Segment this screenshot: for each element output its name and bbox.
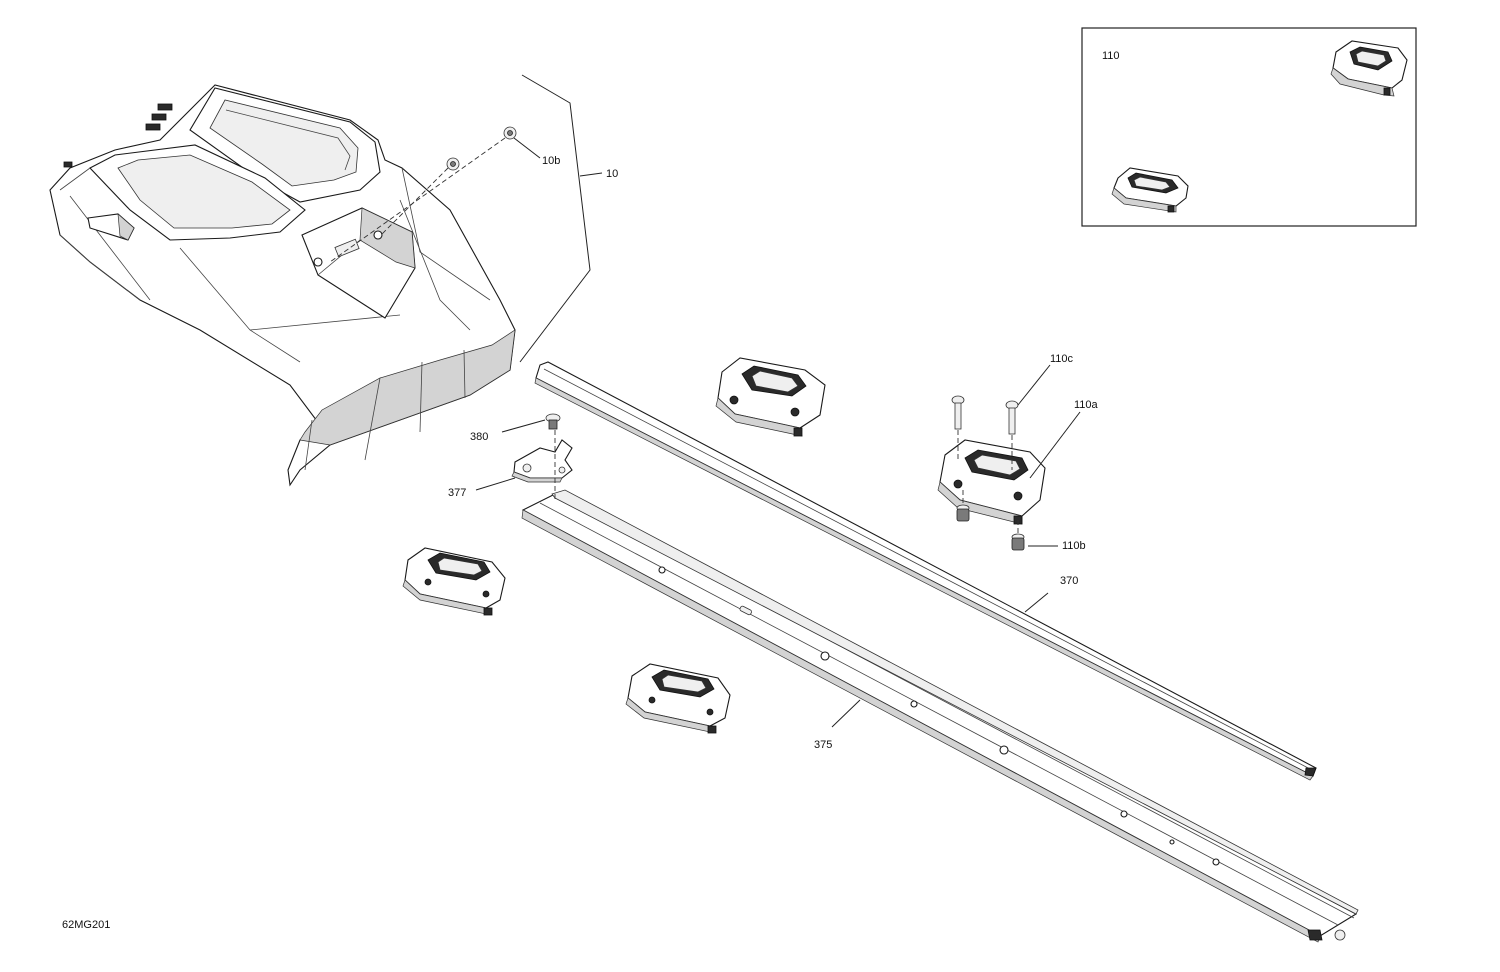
callout-10b: 10b	[542, 155, 560, 167]
handle-lower-left	[402, 547, 506, 616]
console-body-10	[49, 84, 516, 487]
screw-380	[545, 413, 561, 430]
callout-110: 110	[1102, 50, 1120, 62]
callout-375: 375	[814, 739, 832, 751]
inset-handle-top	[1330, 40, 1408, 97]
inset-handle-bottom	[1111, 167, 1189, 213]
rail-375	[521, 489, 1359, 943]
inset-box-110: 110	[1081, 27, 1417, 227]
callout-370: 370	[1060, 575, 1078, 587]
callout-10: 10	[606, 168, 618, 180]
callout-110b: 110b	[1062, 540, 1086, 552]
clip-377	[511, 439, 573, 483]
rail-370	[534, 361, 1317, 781]
diagram-code: 62MG201	[62, 919, 110, 931]
nuts-110b	[956, 490, 1025, 551]
callout-380: 380	[470, 431, 488, 443]
screws-110c	[951, 395, 1019, 470]
handle-110a	[937, 439, 1046, 525]
fasteners-10b	[329, 126, 517, 263]
handle-top-rail	[715, 357, 826, 437]
callout-110c: 110c	[1050, 353, 1074, 365]
leader-bracket-10	[519, 74, 603, 363]
callout-110a: 110a	[1074, 399, 1099, 411]
callout-377: 377	[448, 487, 466, 499]
handle-lower-middle	[625, 663, 731, 734]
